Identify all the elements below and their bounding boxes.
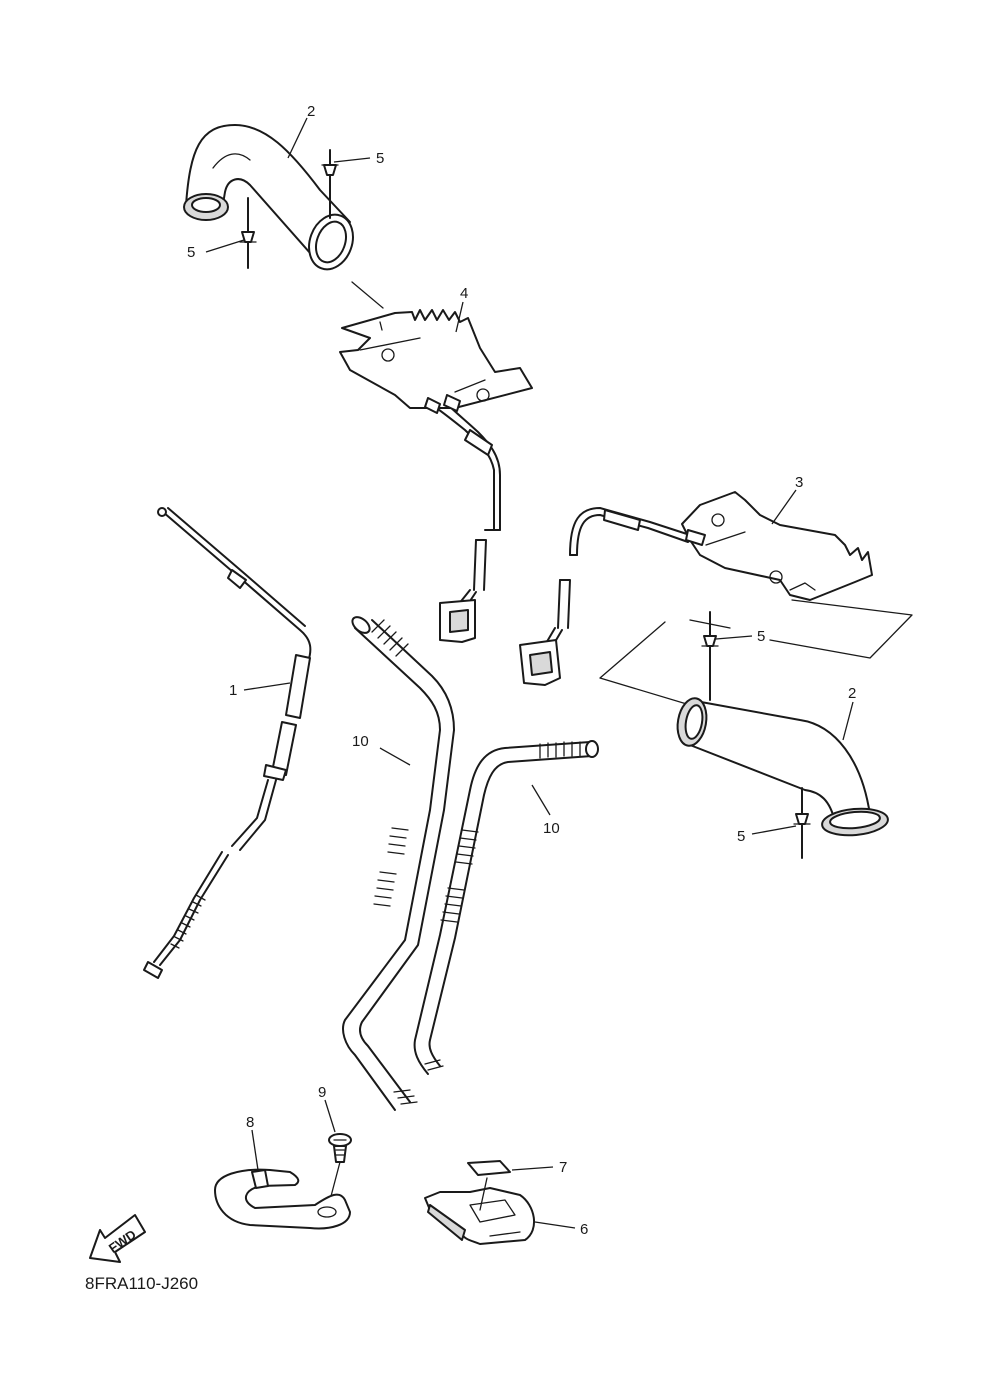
assembly-line-top bbox=[351, 281, 384, 309]
adhesive-pad bbox=[467, 1160, 511, 1176]
callout-6: 6 bbox=[580, 1221, 588, 1238]
callout-labels: 2 5 5 4 3 1 5 2 10 10 5 9 8 7 6 bbox=[187, 103, 856, 1238]
callout-4: 4 bbox=[460, 285, 468, 302]
rivet-low bbox=[793, 787, 811, 859]
callout-5-mid: 5 bbox=[757, 628, 765, 645]
grip-tube-top bbox=[183, 124, 354, 271]
rivet-top-right bbox=[321, 149, 339, 219]
grip-tube-right bbox=[676, 697, 889, 837]
callout-8: 8 bbox=[246, 1114, 254, 1131]
grip-heater-left bbox=[339, 309, 533, 409]
grip-end-holder bbox=[424, 1177, 535, 1245]
callout-10-right: 10 bbox=[543, 820, 560, 837]
fwd-arrow-icon: FWD bbox=[89, 1214, 146, 1263]
diagram-code: 8FRA110-J260 bbox=[85, 1274, 198, 1293]
rivet-top-left bbox=[239, 197, 257, 269]
leader-lines bbox=[205, 117, 854, 1229]
cable bbox=[143, 507, 312, 979]
heater-left-lead bbox=[424, 394, 501, 531]
callout-10-left: 10 bbox=[352, 733, 369, 750]
callout-1: 1 bbox=[229, 682, 237, 699]
heater-left-connector bbox=[439, 539, 487, 643]
callout-3: 3 bbox=[795, 474, 803, 491]
grip-end-bracket bbox=[214, 1168, 351, 1230]
heater-right-lead bbox=[569, 507, 706, 556]
callout-5-top-left: 5 bbox=[187, 244, 195, 261]
tube-right bbox=[413, 740, 599, 1075]
assembly-guide-right bbox=[599, 599, 913, 709]
screw bbox=[328, 1133, 352, 1201]
callout-5-low: 5 bbox=[737, 828, 745, 845]
heater-right-connector bbox=[519, 579, 571, 686]
callout-2-top: 2 bbox=[307, 103, 315, 120]
callout-5-top-right: 5 bbox=[376, 150, 384, 167]
grip-heater-right bbox=[681, 491, 873, 601]
callout-7: 7 bbox=[559, 1159, 567, 1176]
tube-left bbox=[342, 616, 455, 1111]
callout-9: 9 bbox=[318, 1084, 326, 1101]
rivet-mid bbox=[701, 611, 719, 701]
callout-2-right: 2 bbox=[848, 685, 856, 702]
